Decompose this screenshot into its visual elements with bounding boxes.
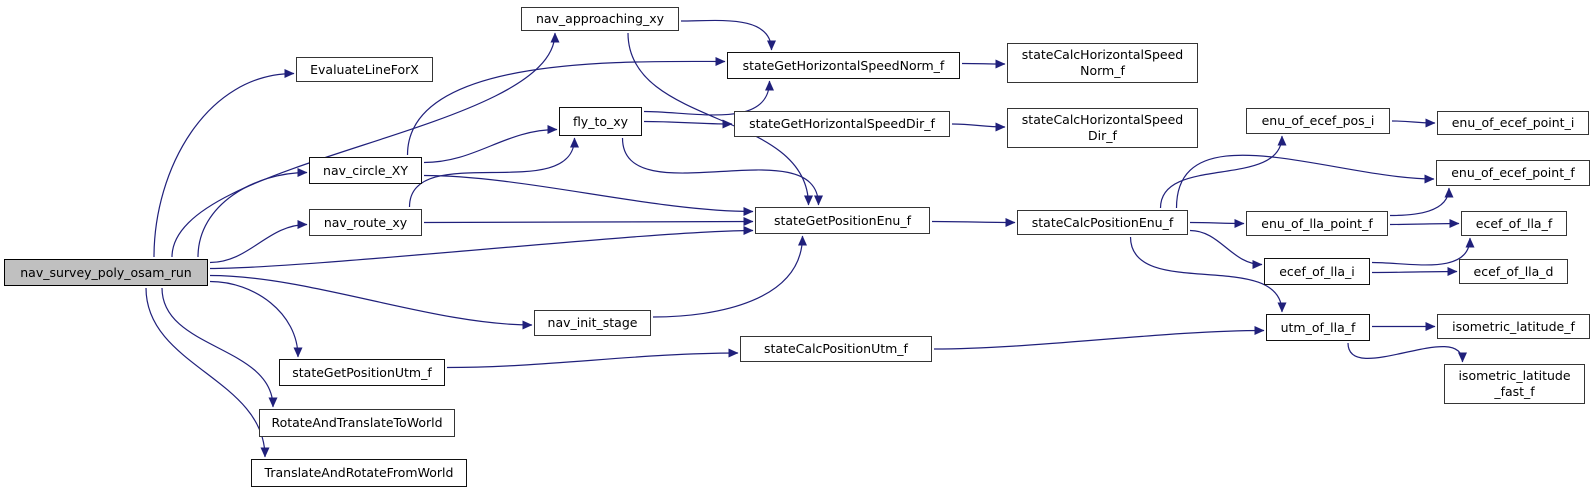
- node-translateandrotatefromworld[interactable]: TranslateAndRotateFromWorld: [251, 459, 467, 487]
- edge-nav-survey-poly-osam-run-to-evaluatelineforx: [153, 69, 295, 258]
- edge-fly-to-xy-to-stategetpositionenu-f: [621, 137, 823, 206]
- edge-ecef-of-lla-i-to-ecef-of-lla-d: [1371, 267, 1458, 277]
- edge-fly-to-xy-to-stategethorizontalspeednorm-f: [643, 80, 774, 116]
- edge-enu-of-lla-point-f-to-enu-of-ecef-point-f: [1389, 187, 1454, 217]
- node-statecalcpositionenu-f[interactable]: stateCalcPositionEnu_f: [1017, 210, 1188, 235]
- edge-nav-init-stage-to-stategetpositionenu-f: [652, 235, 807, 318]
- edge-statecalcpositionutm-f-to-utm-of-lla-f: [933, 326, 1265, 350]
- node-fly-to-xy[interactable]: fly_to_xy: [559, 107, 642, 136]
- edge-enu-of-lla-point-f-to-ecef-of-lla-f: [1389, 219, 1460, 229]
- node-stategethorizontalspeednorm-f[interactable]: stateGetHorizontalSpeedNorm_f: [727, 52, 960, 79]
- edge-statecalcpositionenu-f-to-enu-of-lla-point-f: [1189, 218, 1245, 228]
- node-nav-init-stage[interactable]: nav_init_stage: [534, 310, 651, 336]
- edge-nav-survey-poly-osam-run-to-nav-init-stage: [209, 274, 533, 330]
- node-enu-of-lla-point-f[interactable]: enu_of_lla_point_f: [1246, 211, 1388, 236]
- edge-stategetpositionutm-f-to-statecalcpositionutm-f: [446, 348, 739, 369]
- edge-stategethorizontalspeeddir-f-to-statecalchorizontalspeeddir-f: [951, 122, 1006, 132]
- node-enu-of-ecef-point-i[interactable]: enu_of_ecef_point_i: [1437, 111, 1589, 135]
- edge-nav-survey-poly-osam-run-to-nav-route-xy: [209, 220, 308, 264]
- edge-nav-approaching-xy-to-stategethorizontalspeednorm-f: [680, 19, 776, 51]
- node-isometric-latitude-f[interactable]: isometric_latitude_f: [1437, 314, 1590, 339]
- node-evaluatelineforx[interactable]: EvaluateLineForX: [296, 57, 433, 82]
- node-rotateandtranslatetoworld[interactable]: RotateAndTranslateToWorld: [259, 409, 455, 437]
- edge-enu-of-ecef-pos-i-to-enu-of-ecef-point-i: [1391, 118, 1436, 128]
- edge-nav-survey-poly-osam-run-to-nav-approaching-xy: [171, 32, 560, 258]
- edge-statecalcpositionenu-f-to-utm-of-lla-f: [1129, 236, 1287, 313]
- node-stategetpositionenu-f[interactable]: stateGetPositionEnu_f: [755, 207, 930, 234]
- node-stategetpositionutm-f[interactable]: stateGetPositionUtm_f: [279, 359, 445, 386]
- edge-stategethorizontalspeednorm-f-to-statecalchorizontalspeednorm-f: [961, 59, 1006, 69]
- edge-nav-survey-poly-osam-run-to-nav-circle-xy: [197, 168, 308, 258]
- node-enu-of-ecef-point-f[interactable]: enu_of_ecef_point_f: [1436, 160, 1590, 186]
- edge-statecalcpositionenu-f-to-ecef-of-lla-i: [1189, 229, 1263, 269]
- edge-nav-route-xy-to-fly-to-xy: [408, 137, 579, 208]
- edge-ecef-of-lla-i-to-ecef-of-lla-f: [1371, 237, 1475, 266]
- edge-statecalcpositionenu-f-to-enu-of-ecef-point-f: [1175, 154, 1435, 209]
- edge-utm-of-lla-f-to-isometric-latitude-fast-f: [1347, 342, 1467, 363]
- node-ecef-of-lla-d[interactable]: ecef_of_lla_d: [1459, 259, 1568, 284]
- node-statecalchorizontalspeeddir-f[interactable]: stateCalcHorizontalSpeed Dir_f: [1007, 108, 1198, 148]
- node-ecef-of-lla-i[interactable]: ecef_of_lla_i: [1264, 258, 1370, 285]
- node-isometric-latitude-fast-f[interactable]: isometric_latitude _fast_f: [1444, 364, 1585, 404]
- edge-nav-survey-poly-osam-run-to-stategetpositionutm-f: [209, 280, 303, 358]
- edge-nav-approaching-xy-to-stategetpositionenu-f: [627, 32, 813, 206]
- node-ecef-of-lla-f[interactable]: ecef_of_lla_f: [1461, 211, 1567, 236]
- node-statecalcpositionutm-f[interactable]: stateCalcPositionUtm_f: [740, 336, 932, 362]
- edge-stategetpositionenu-f-to-statecalcpositionenu-f: [931, 217, 1016, 227]
- node-nav-approaching-xy[interactable]: nav_approaching_xy: [521, 7, 679, 31]
- node-utm-of-lla-f[interactable]: utm_of_lla_f: [1266, 314, 1370, 341]
- edge-nav-circle-xy-to-stategetpositionenu-f: [423, 174, 754, 216]
- edge-nav-survey-poly-osam-run-to-rotateandtranslatetoworld: [161, 287, 278, 408]
- edge-fly-to-xy-to-stategethorizontalspeeddir-f: [643, 119, 733, 129]
- node-nav-circle-xy[interactable]: nav_circle_XY: [309, 157, 422, 184]
- edge-nav-route-xy-to-stategetpositionenu-f: [423, 217, 754, 227]
- node-stategethorizontalspeeddir-f[interactable]: stateGetHorizontalSpeedDir_f: [734, 111, 950, 137]
- node-nav-route-xy[interactable]: nav_route_xy: [309, 209, 422, 236]
- node-statecalchorizontalspeednorm-f[interactable]: stateCalcHorizontalSpeed Norm_f: [1007, 43, 1198, 83]
- edge-nav-circle-xy-to-stategethorizontalspeednorm-f: [406, 56, 726, 156]
- node-nav-survey-poly-osam-run: nav_survey_poly_osam_run: [4, 259, 208, 286]
- node-enu-of-ecef-pos-i[interactable]: enu_of_ecef_pos_i: [1246, 108, 1390, 134]
- edge-nav-circle-xy-to-fly-to-xy: [423, 125, 558, 164]
- edge-statecalcpositionenu-f-to-enu-of-ecef-pos-i: [1159, 135, 1287, 209]
- edge-nav-survey-poly-osam-run-to-stategetpositionenu-f: [209, 226, 754, 270]
